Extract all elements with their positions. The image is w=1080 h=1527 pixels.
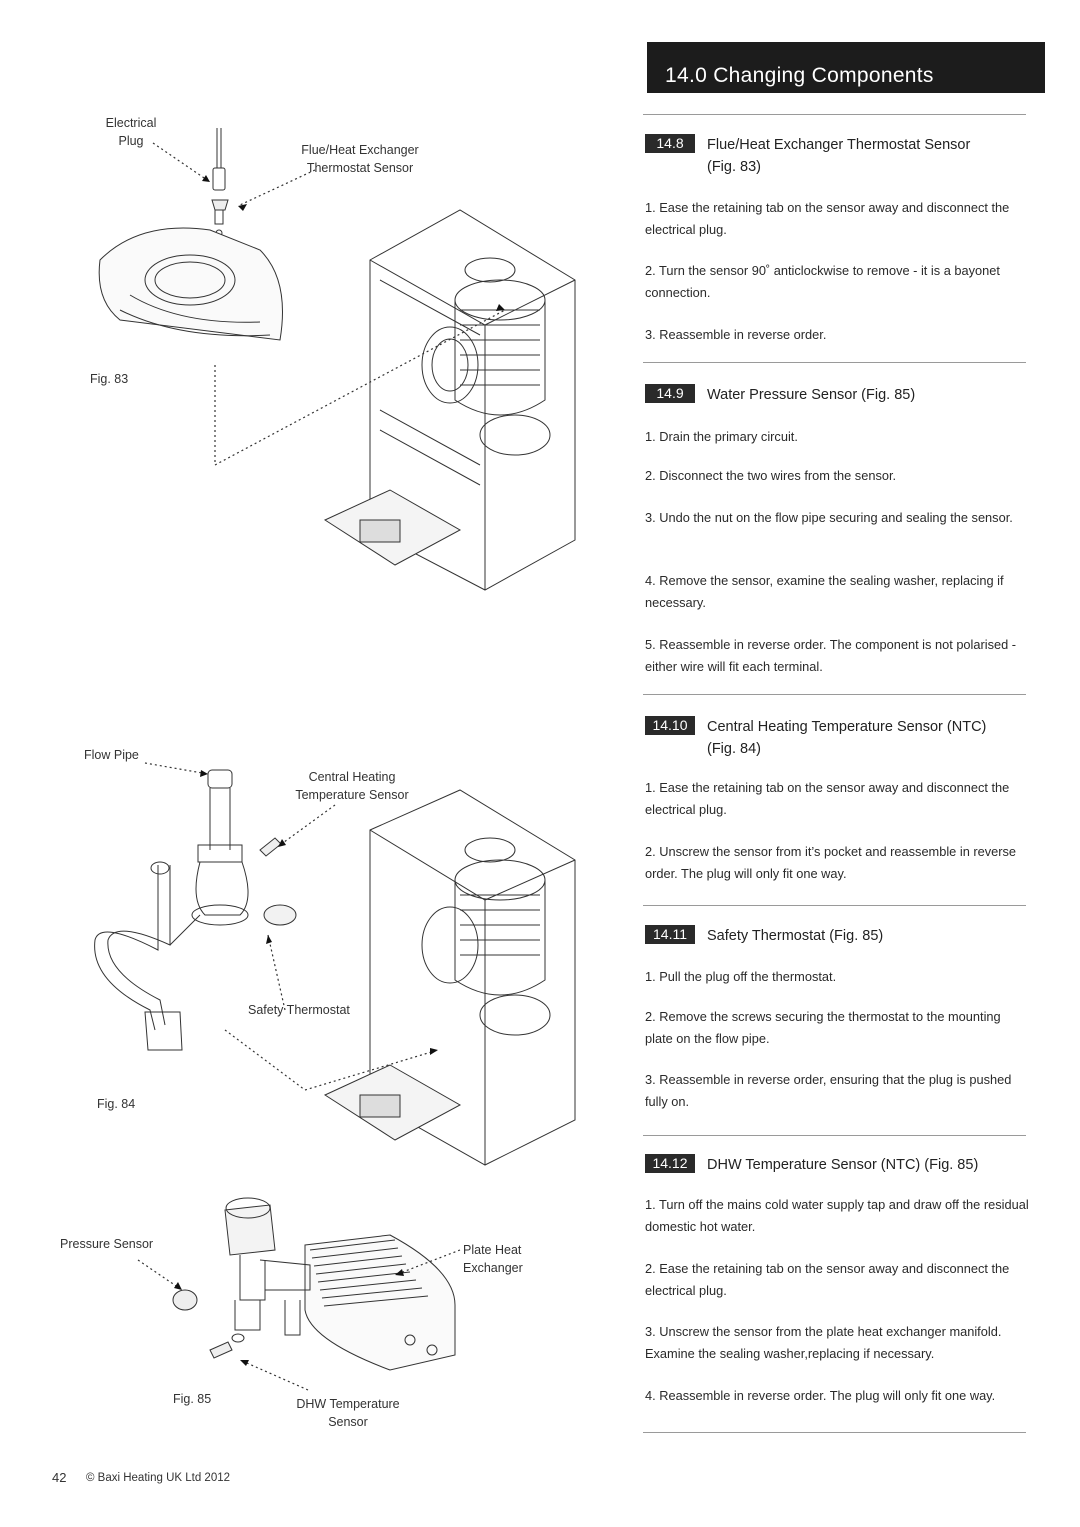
fig85-callout-phe-line2: Exchanger	[463, 1261, 523, 1275]
step: 2. Unscrew the sensor from it’s pocket a…	[645, 844, 1017, 881]
fig85-callout-phe-line1: Plate Heat	[463, 1243, 522, 1257]
step: 5. Reassemble in reverse order. The comp…	[645, 637, 1017, 674]
divider	[643, 694, 1026, 695]
fig84-illustration	[94, 762, 576, 1166]
fig84-callout-flow-pipe: Flow Pipe	[84, 748, 139, 762]
step: 1. Pull the plug off the thermostat.	[645, 969, 837, 984]
fig83-callout-sensor-line2: Thermostat Sensor	[306, 161, 414, 175]
section-number-badge: 14.10	[645, 716, 695, 735]
fig83-label: Fig. 83	[90, 372, 129, 386]
step: 3. Undo the nut on the flow pipe securin…	[645, 510, 1013, 525]
section-number-badge: 14.8	[645, 134, 695, 153]
divider	[643, 114, 1026, 115]
section-title: Central Heating Temperature Sensor (NTC)	[707, 719, 987, 735]
fig83-illustration	[98, 128, 576, 591]
section-number-badge: 14.9	[645, 384, 695, 403]
section-title: Flue/Heat Exchanger Thermostat Sensor	[707, 137, 971, 153]
section-number-badge: 14.11	[645, 925, 695, 944]
copyright-notice: © Baxi Heating UK Ltd 2012	[86, 1472, 231, 1484]
step: 3. Unscrew the sensor from the plate hea…	[645, 1324, 1002, 1361]
fig84-callout-safety: Safety Thermostat	[248, 1003, 350, 1017]
step: 1. Turn off the mains cold water supply …	[645, 1197, 1029, 1234]
fig85-label: Fig. 85	[173, 1392, 212, 1406]
section-title: Safety Thermostat (Fig. 85)	[707, 928, 884, 944]
step: 4. Reassemble in reverse order. The plug…	[645, 1388, 996, 1403]
section-title: Water Pressure Sensor (Fig. 85)	[707, 387, 916, 403]
fig85-callout-dhw-line2: Sensor	[328, 1415, 368, 1429]
section-title: DHW Temperature Sensor (NTC) (Fig. 85)	[707, 1157, 979, 1173]
page-title: 14.0 Changing Components	[665, 64, 934, 87]
fig83-callout-electrical: Electrical	[105, 116, 157, 130]
divider	[643, 1432, 1026, 1433]
fig85-callout-dhw-line1: DHW Temperature	[296, 1397, 400, 1411]
step: 2. Ease the retaining tab on the sensor …	[645, 1261, 1010, 1298]
divider	[643, 362, 1026, 363]
section-title-cont: (Fig. 84)	[707, 741, 761, 757]
step: 1. Drain the primary circuit.	[645, 429, 798, 444]
divider	[643, 905, 1026, 906]
section-header-bar: 14.0 Changing Components	[647, 42, 1045, 93]
step: 1. Ease the retaining tab on the sensor …	[645, 780, 1010, 817]
page-number: 42	[52, 1470, 67, 1485]
divider	[643, 1135, 1026, 1136]
step: 3. Reassemble in reverse order.	[645, 327, 827, 342]
fig84-callout-ch-line1: Central Heating	[308, 770, 396, 784]
fig83-callout-plug: Plug	[118, 134, 144, 148]
section-title-cont: (Fig. 83)	[707, 159, 761, 175]
step: 4. Remove the sensor, examine the sealin…	[645, 573, 1004, 610]
step: 1. Ease the retaining tab on the sensor …	[645, 200, 1010, 237]
fig83-callout-sensor-line1: Flue/Heat Exchanger	[301, 143, 419, 157]
fig84-callout-ch-line2: Temperature Sensor	[295, 788, 409, 802]
step: 3. Reassemble in reverse order, ensuring…	[645, 1072, 1012, 1109]
step: 2. Disconnect the two wires from the sen…	[645, 468, 897, 483]
step: 2. Turn the sensor 90˚ anticlockwise to …	[645, 263, 1000, 300]
step: 2. Remove the screws securing the thermo…	[645, 1009, 1001, 1046]
section-number-badge: 14.12	[645, 1154, 695, 1173]
fig85-callout-pressure: Pressure Sensor	[60, 1237, 154, 1251]
fig85-illustration	[137, 1197, 461, 1391]
fig84-label: Fig. 84	[97, 1097, 136, 1111]
